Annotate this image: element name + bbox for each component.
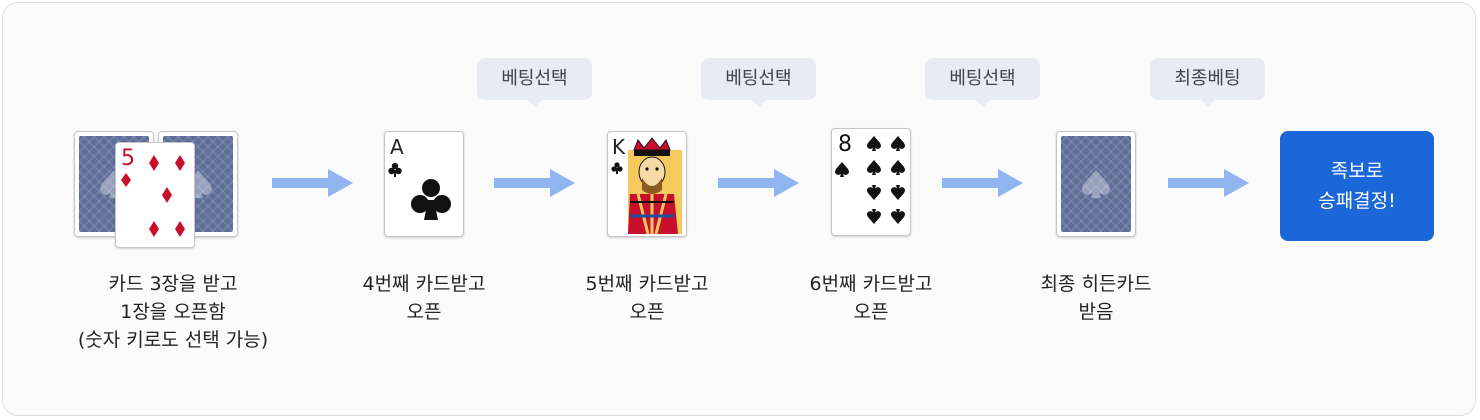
spade-pips <box>835 136 905 224</box>
result-line: 승패결정! <box>1318 190 1396 212</box>
final-bet-bubble: 최종베팅 <box>1150 58 1265 107</box>
card-five-diamonds: 5 <box>115 142 195 248</box>
card-ace-clubs: A <box>384 131 464 237</box>
card-rank: 8 <box>838 132 852 157</box>
diamond-pips <box>121 155 185 237</box>
club-icon <box>388 162 451 220</box>
card-rank: 5 <box>121 146 135 171</box>
arrow-right-icon <box>942 169 1023 197</box>
result-line: 족보로 <box>1330 160 1384 182</box>
bet-bubble: 베팅선택 <box>477 58 592 107</box>
card-rank: K <box>612 135 626 159</box>
arrow-right-icon <box>272 169 353 197</box>
spade-icon <box>1082 170 1110 198</box>
king-figure <box>611 137 682 235</box>
card-rank: A <box>390 135 404 159</box>
step-caption: 최종 히든카드 받음 <box>1040 273 1152 323</box>
arrow-right-icon <box>494 169 575 197</box>
arrow-right-icon <box>718 169 799 197</box>
bet-bubble: 베팅선택 <box>701 58 816 107</box>
bet-bubble: 베팅선택 <box>925 58 1040 107</box>
step-caption: 카드 3장을 받고 1장을 오픈함 (숫자 키로도 선택 가능) <box>77 273 269 351</box>
result-box: 족보로 승패결정! <box>1280 131 1434 241</box>
card-king-clubs: K <box>607 131 687 237</box>
step-caption: 4번째 카드받고 오픈 <box>362 273 486 323</box>
card-eight-spades: 8 <box>831 128 911 236</box>
step-caption: 6번째 카드받고 오픈 <box>809 273 933 323</box>
arrow-right-icon <box>1168 169 1249 197</box>
step-caption: 5번째 카드받고 오픈 <box>585 273 709 323</box>
hidden-card-back <box>1056 131 1136 237</box>
